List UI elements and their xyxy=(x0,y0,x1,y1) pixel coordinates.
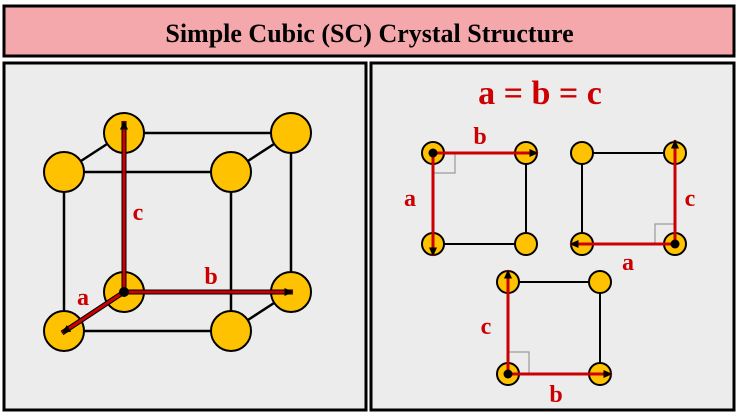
origin-dot xyxy=(428,148,438,158)
lattice-vectors xyxy=(60,120,294,336)
label-a: a xyxy=(77,285,89,311)
atom xyxy=(210,151,252,193)
origin-dot xyxy=(119,287,129,297)
label-c: c xyxy=(685,186,696,212)
label-b: b xyxy=(204,264,217,290)
atom xyxy=(270,112,312,154)
atom xyxy=(570,141,594,165)
atom xyxy=(43,151,85,193)
face-ab: b a xyxy=(404,124,539,257)
face-ac: c a xyxy=(569,139,696,276)
atom xyxy=(514,232,538,256)
right-angle-mark xyxy=(433,153,456,174)
right-angle-mark xyxy=(508,351,530,374)
equation: a = b = c xyxy=(478,75,602,112)
label-b: b xyxy=(473,124,486,150)
title-bar xyxy=(2,4,736,58)
origin-dot xyxy=(503,369,513,379)
vector-a-arrow xyxy=(61,290,125,335)
page-title: Simple Cubic (SC) Crystal Structure xyxy=(165,19,573,48)
label-a: a xyxy=(404,186,416,212)
label-c: c xyxy=(481,314,492,340)
cube-diagram: c b a xyxy=(43,112,312,352)
atom xyxy=(210,310,252,352)
face-cb: c b xyxy=(481,269,613,408)
label-b: b xyxy=(549,382,562,408)
origin-dot xyxy=(670,239,680,249)
label-c: c xyxy=(133,200,144,226)
atom xyxy=(588,270,612,294)
cube-panel xyxy=(2,61,368,412)
right-angle-mark xyxy=(654,223,675,244)
label-a: a xyxy=(622,250,634,276)
